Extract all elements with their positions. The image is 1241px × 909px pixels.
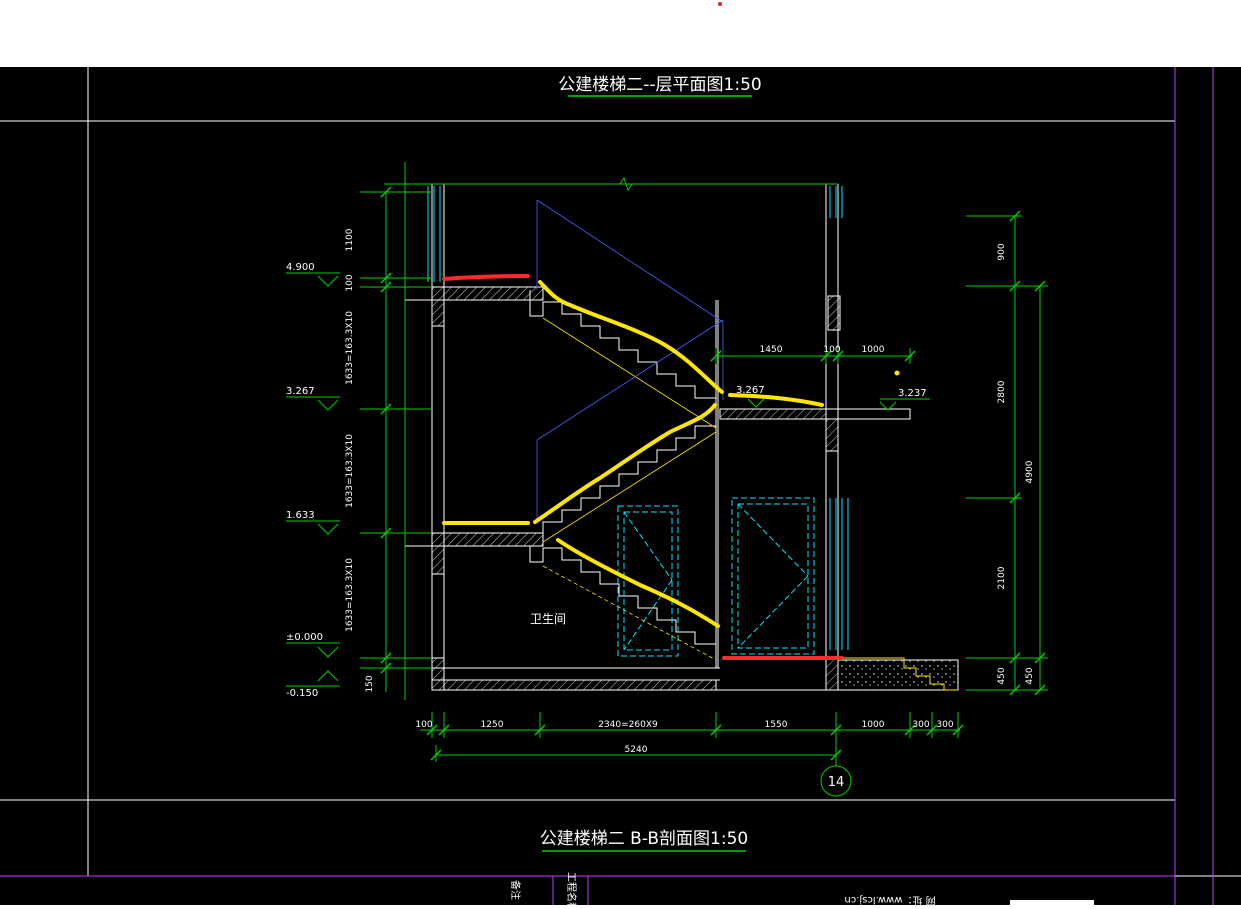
plan-title: 公建楼梯二--层平面图1:50 bbox=[558, 75, 761, 95]
title-block: 网 址：www.lcsj.cn 备注 工程名称 bbox=[509, 872, 1094, 909]
dim-flight-3: 1633=163.3X10 bbox=[345, 558, 355, 632]
bottom-dim-labels: 100 1250 2340=260X9 1550 1000 300 300 52… bbox=[415, 720, 953, 755]
yellow-dot bbox=[894, 370, 900, 376]
elev-low: 1.633 bbox=[286, 510, 315, 521]
red-markup bbox=[442, 274, 844, 660]
dim-100-bottom: 100 bbox=[415, 720, 432, 730]
dim-1550: 1550 bbox=[765, 720, 788, 730]
dim-2100: 2100 bbox=[997, 566, 1007, 589]
yellow-markup bbox=[442, 280, 824, 628]
dim-5240: 5240 bbox=[625, 745, 648, 755]
titleblock-bar bbox=[1010, 900, 1094, 905]
left-dim-labels: 1100 100 1633=163.3X10 1633=163.3X10 163… bbox=[345, 228, 375, 692]
dimension-ticks bbox=[380, 186, 1046, 761]
elevation-labels: 4.900 3.267 1.633 ±0.000 -0.150 3.267 3.… bbox=[286, 262, 927, 699]
elev-ground: ±0.000 bbox=[286, 632, 323, 643]
dim-450a: 450 bbox=[997, 667, 1007, 684]
dim-flight-1: 1633=163.3X10 bbox=[345, 311, 355, 385]
section-title: 公建楼梯二 B-B剖面图1:50 bbox=[540, 829, 748, 849]
stair-flights bbox=[529, 290, 717, 658]
right-dim-labels: 900 2800 2100 450 4900 450 bbox=[997, 243, 1035, 684]
room-label: 卫生间 bbox=[530, 612, 566, 626]
dim-1000-bottom: 1000 bbox=[862, 720, 885, 730]
elevation-markers bbox=[286, 272, 930, 687]
elev-right: 3.237 bbox=[898, 388, 927, 399]
dim-100: 100 bbox=[345, 274, 355, 291]
dim-900: 900 bbox=[997, 243, 1007, 260]
dim-100-top: 100 bbox=[823, 345, 840, 355]
magenta-border bbox=[0, 67, 1214, 905]
dim-300a: 300 bbox=[912, 720, 929, 730]
axis-label: 14 bbox=[828, 775, 845, 790]
axis-bubble bbox=[820, 765, 852, 797]
cursor-dot bbox=[718, 2, 722, 6]
titleblock-proj: 工程名称 bbox=[565, 872, 578, 905]
dim-flight-2: 1633=163.3X10 bbox=[345, 434, 355, 508]
dim-300b: 300 bbox=[936, 720, 953, 730]
elev-top: 4.900 bbox=[286, 262, 315, 273]
exterior-steps bbox=[838, 657, 958, 691]
dim-2800: 2800 bbox=[997, 380, 1007, 403]
cad-canvas[interactable]: 公建楼梯二--层平面图1:50 公建楼梯二 B-B剖面图1:50 bbox=[0, 67, 1241, 909]
top-dim-labels: 1450 100 1000 bbox=[760, 345, 885, 355]
dimension-lines bbox=[360, 162, 1048, 797]
dim-1100: 1100 bbox=[345, 228, 355, 251]
windows bbox=[427, 186, 849, 657]
top-toolbar-area bbox=[0, 0, 1241, 67]
dim-150: 150 bbox=[365, 675, 375, 692]
elev-landing: 3.267 bbox=[736, 385, 765, 396]
dim-2340: 2340=260X9 bbox=[598, 720, 658, 730]
drawing-svg: 公建楼梯二--层平面图1:50 公建楼梯二 B-B剖面图1:50 bbox=[0, 67, 1241, 909]
dim-1450: 1450 bbox=[760, 345, 783, 355]
titleblock-note: 备注 bbox=[509, 880, 522, 900]
dim-1000-top: 1000 bbox=[862, 345, 885, 355]
elev-outdoor: -0.150 bbox=[286, 688, 318, 699]
dim-1250: 1250 bbox=[481, 720, 504, 730]
dim-4900: 4900 bbox=[1025, 460, 1035, 483]
dim-450b: 450 bbox=[1025, 667, 1035, 684]
hatched-sections bbox=[431, 286, 959, 691]
elev-mid: 3.267 bbox=[286, 386, 315, 397]
titleblock-url: 网 址：www.lcsj.cn bbox=[844, 894, 935, 905]
railing-guides bbox=[536, 199, 724, 520]
stair-soffits bbox=[542, 317, 717, 661]
